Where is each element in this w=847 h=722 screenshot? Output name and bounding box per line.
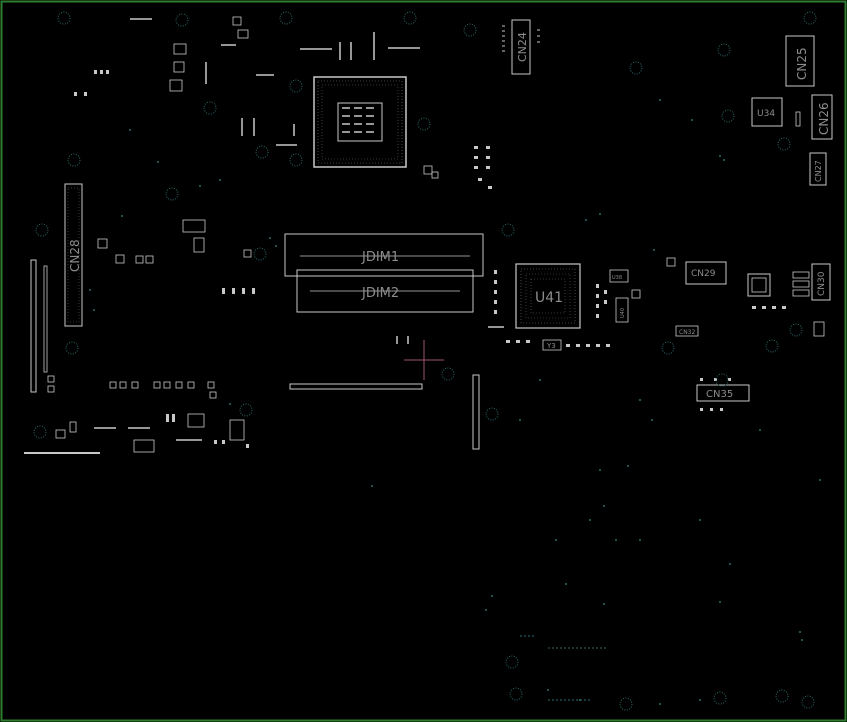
connector-cn29[interactable]: CN29 [685, 261, 727, 285]
chip-u41[interactable]: U41 [515, 263, 581, 329]
cpu-socket[interactable] [313, 76, 407, 168]
jdim2-label: JDIM2 [361, 286, 399, 301]
connector-cn35[interactable]: CN35 [696, 384, 750, 402]
cn25-label: CN25 [795, 47, 809, 80]
u41-label: U41 [535, 290, 563, 306]
connector-cn32[interactable]: CN32 [675, 325, 699, 337]
via-dots [89, 99, 821, 705]
cn24-label: CN24 [516, 32, 529, 62]
memory-slot-jdim1[interactable]: JDIM1 [284, 233, 484, 277]
connector-cn27[interactable]: CN27 [809, 152, 827, 186]
cn30-label: CN30 [817, 271, 827, 296]
horizontal-connector-bottom [289, 383, 423, 390]
jdim1-label: JDIM1 [361, 250, 399, 265]
part-pads [74, 70, 786, 448]
crystal-y3[interactable]: Y3 [542, 339, 562, 351]
cn35-label: CN35 [706, 389, 733, 400]
connector-cn26[interactable]: CN26 [811, 94, 833, 140]
memory-slot-jdim2[interactable]: JDIM2 [296, 269, 474, 313]
u40-label: U40 [620, 308, 626, 318]
connector-cn24[interactable]: CN24 [502, 19, 540, 75]
vertical-connector-center [472, 374, 480, 450]
connector-cn28[interactable]: CN28 [64, 183, 83, 327]
small-components [47, 16, 825, 453]
chip-u34[interactable]: U34 [751, 97, 783, 127]
connector-cn25[interactable]: CN25 [785, 35, 815, 87]
y3-label: Y3 [546, 342, 556, 350]
cn26-label: CN26 [817, 102, 831, 135]
bottom-traces [520, 635, 608, 701]
cn28-label: CN28 [68, 239, 82, 272]
u38-label: U38 [612, 275, 622, 281]
cn29-label: CN29 [691, 269, 716, 279]
cn27-label: CN27 [814, 160, 823, 182]
chip-u40[interactable]: U40 [615, 297, 629, 323]
chip-u38[interactable]: U38 [609, 269, 629, 283]
cn32-label: CN32 [679, 329, 695, 336]
edge-connector-left [30, 259, 48, 393]
u34-label: U34 [757, 109, 775, 119]
cursor-crosshair [404, 340, 444, 380]
connector-cn30[interactable]: CN30 [811, 263, 831, 301]
via-rings [33, 11, 817, 711]
chip-module-right [747, 271, 810, 297]
